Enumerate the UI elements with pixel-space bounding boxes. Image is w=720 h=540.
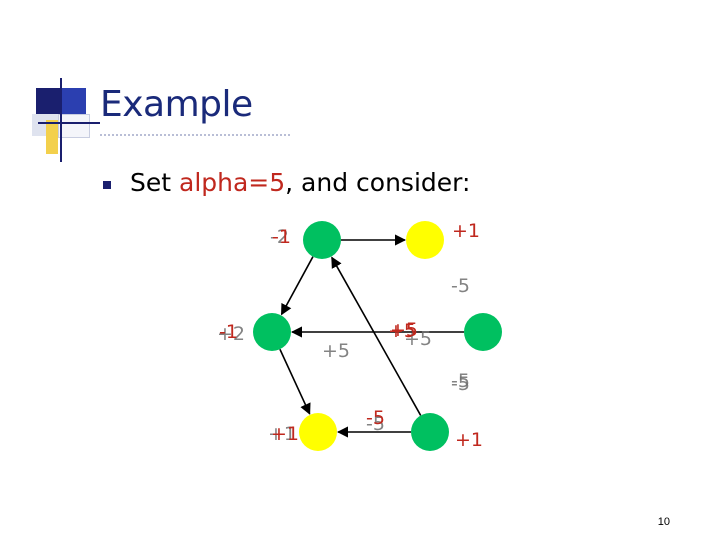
node-value-label: +1: [455, 429, 483, 451]
title-underline: [100, 134, 290, 136]
node-value-label: +5: [322, 340, 350, 362]
bullet-highlight: alpha=5: [179, 168, 286, 197]
bullet-text: Set alpha=5, and consider:: [130, 168, 470, 197]
node-value-label: +2: [217, 323, 245, 345]
node-n1-green: [303, 221, 341, 259]
node-value-label: -5: [451, 370, 470, 392]
bullet-square-icon: [103, 181, 111, 189]
title-decoration: [32, 78, 108, 162]
deco-vertical-line: [60, 78, 62, 162]
deco-horizontal-line: [38, 122, 100, 124]
slide-title: Example: [100, 84, 253, 125]
node-n2-yellow: [406, 221, 444, 259]
edge-n3-to-n5: [279, 348, 311, 415]
deco-square-gold: [46, 120, 58, 154]
deco-square-navy: [36, 88, 60, 114]
node-value-label: +1: [271, 423, 299, 445]
node-n6-green: [411, 413, 449, 451]
node-value-label: -5: [451, 275, 470, 297]
node-value-label: +1: [268, 423, 296, 445]
node-value-label: -1: [219, 321, 238, 343]
node-value-label: -5: [366, 413, 385, 435]
node-value-label: +5: [388, 320, 416, 342]
page-number: 10: [657, 516, 670, 528]
node-value-label: +1: [452, 220, 480, 242]
node-n5-yellow: [299, 413, 337, 451]
edge-n6-to-n1: [331, 256, 422, 416]
node-value-label: -2: [270, 226, 289, 248]
node-value-label: -5: [366, 407, 385, 429]
deco-square-blue: [62, 88, 86, 114]
bullet-prefix: Set: [130, 168, 179, 197]
bullet-suffix: , and consider:: [285, 168, 471, 197]
node-n3-green: [253, 313, 291, 351]
deco-square-white: [58, 114, 90, 138]
node-value-label: +5: [404, 328, 432, 350]
node-value-label: +5: [390, 319, 418, 341]
edge-n1-to-n3: [280, 256, 314, 316]
node-value-label: -1: [272, 226, 291, 248]
node-n4-green: [464, 313, 502, 351]
node-value-label: -5: [451, 373, 470, 395]
